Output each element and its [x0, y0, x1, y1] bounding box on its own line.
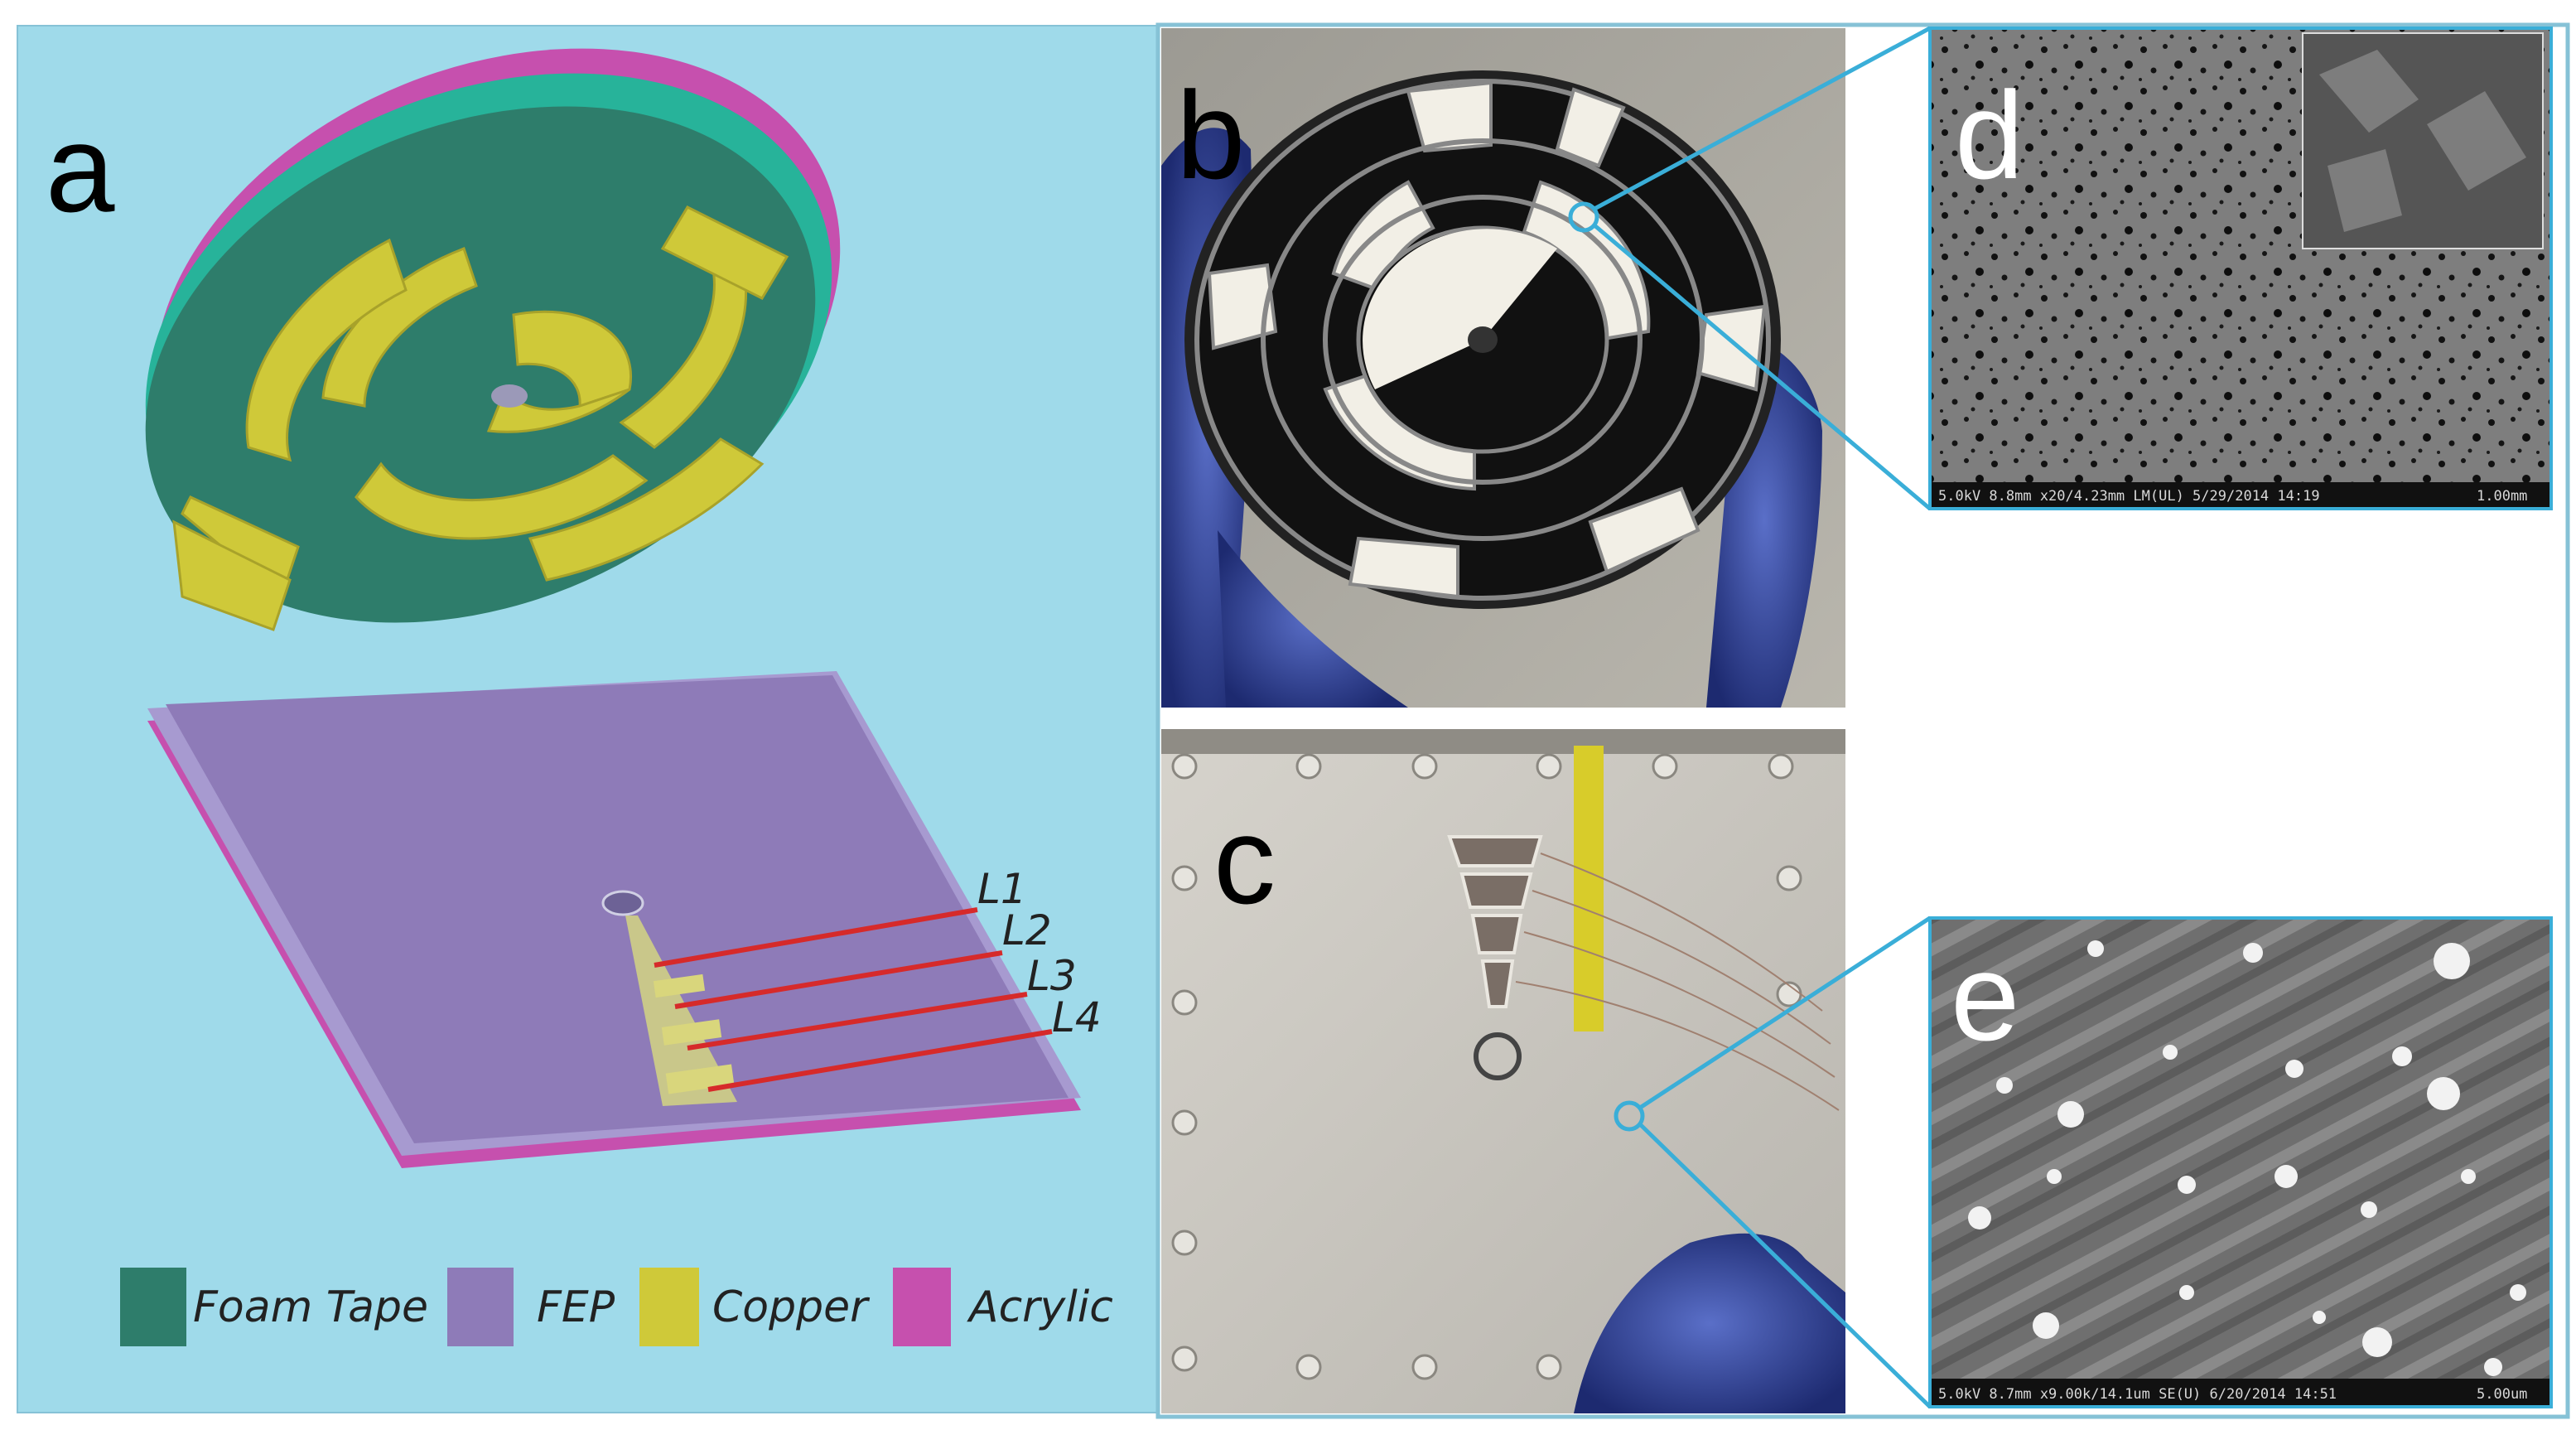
- electrode-leads: [654, 907, 1053, 1092]
- legend-label-fep: FEP: [537, 1283, 615, 1332]
- photo-b: [1161, 28, 1845, 708]
- legend-swatch-acrylic: [893, 1268, 951, 1346]
- panel-label-e: e: [1951, 927, 2019, 1066]
- legend-swatch-copper: [639, 1268, 699, 1346]
- label-l3: L3: [1027, 952, 1077, 1000]
- sem-e-info: 5.0kV 8.7mm x9.00k/14.1um SE(U) 6/20/201…: [1938, 1386, 2337, 1403]
- callout-lines: [1593, 26, 1932, 1408]
- panel-label-c: c: [1213, 790, 1276, 930]
- fep-plate: [147, 671, 1081, 1168]
- disk-device: [145, 48, 841, 631]
- legend: Foam Tape FEP Copper Acrylic: [120, 1268, 1113, 1346]
- legend-swatch-foam-tape: [120, 1268, 186, 1346]
- sem-image-e: 5.0kV 8.7mm x9.00k/14.1um SE(U) 6/20/201…: [1930, 918, 2551, 1407]
- panel-label-b: b: [1176, 65, 1245, 205]
- sem-d-scale: 1.00mm: [2477, 488, 2527, 505]
- callout-circle-b: [1568, 201, 1599, 233]
- label-l4: L4: [1052, 993, 1102, 1041]
- label-l2: L2: [1002, 906, 1052, 954]
- sem-image-d: 5.0kV 8.8mm x20/4.23mm LM(UL) 5/29/2014 …: [1930, 28, 2551, 509]
- legend-swatch-fep: [447, 1268, 514, 1346]
- legend-label-acrylic: Acrylic: [967, 1283, 1113, 1332]
- panel-label-d: d: [1955, 65, 2024, 205]
- sem-d-info: 5.0kV 8.8mm x20/4.23mm LM(UL) 5/29/2014 …: [1938, 488, 2320, 505]
- sem-e-scale: 5.00um: [2477, 1386, 2527, 1403]
- legend-label-foam-tape: Foam Tape: [193, 1283, 428, 1332]
- photo-c: [1161, 729, 1845, 1413]
- callout-circle-c: [1614, 1100, 1645, 1132]
- panel-label-a: a: [46, 99, 115, 238]
- legend-label-copper: Copper: [712, 1283, 871, 1332]
- label-l1: L1: [977, 865, 1027, 913]
